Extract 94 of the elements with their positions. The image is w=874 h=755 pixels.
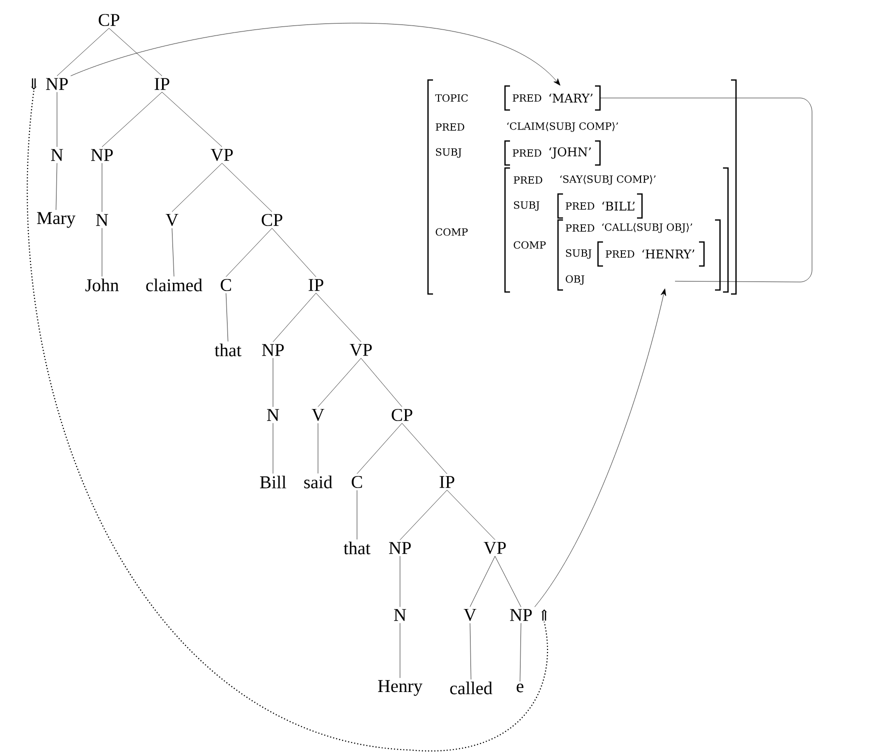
tree-branch (272, 358, 274, 408)
tree-label: CP (392, 408, 412, 422)
feature-name: PRED (566, 202, 594, 210)
feature-name: PRED (566, 224, 594, 232)
tree-label: that (214, 344, 242, 356)
feature-value: PRED (436, 123, 464, 131)
feature-value: ‘SAY⟨SUBJ COMP⟩’ (560, 175, 656, 185)
tree-label: VP (210, 148, 233, 162)
tree-label: IP (440, 476, 454, 488)
tree-branch (470, 623, 472, 680)
tree-label: N (394, 609, 406, 621)
attribute-value-matrix (427, 79, 737, 295)
feature-value: ‘JOHN’ (549, 147, 591, 159)
feature-name: TOPIC (435, 94, 468, 102)
tree-branch (318, 358, 362, 407)
tree-branch (56, 162, 58, 210)
tree-branch (402, 423, 448, 474)
tree-label: Bill (260, 476, 286, 488)
dotted-curve (27, 90, 548, 752)
feature-name: PRED (514, 176, 542, 184)
curved-arrow (70, 23, 560, 86)
attribute-value-matrix (504, 140, 601, 166)
tree-label: CP (98, 14, 120, 26)
tree-branch (520, 622, 522, 682)
tree-branch (272, 292, 316, 342)
feature-value: ‘CALL⟨SUBJ OBJ⟩’ (602, 223, 692, 233)
tree-label: N (267, 409, 280, 421)
feature-name: SUBJ (566, 249, 592, 259)
tree-label: Henry (378, 680, 422, 696)
arrow-symbol: ⇑ (541, 609, 548, 621)
feature-name: SUBJ (514, 201, 540, 211)
tree-label: John (85, 278, 119, 292)
tree-label: claimed (146, 278, 202, 292)
tree-label: V (166, 214, 178, 226)
tree-branch (102, 92, 162, 148)
tree-branch (272, 422, 274, 474)
tree-label: C (352, 476, 362, 488)
tree-branch (222, 163, 272, 212)
feature-name: ‘CLAIM⟨SUBJ COMP⟩’ (507, 122, 618, 132)
attribute-value-matrix (504, 85, 601, 111)
curved-arrow (534, 288, 666, 608)
feature-name: PRED (512, 94, 542, 102)
tree-label: Mary (37, 212, 76, 228)
tree-branch (56, 92, 58, 148)
tree-label: called (450, 682, 492, 694)
tree-branch (108, 28, 162, 76)
tree-label: N (96, 214, 108, 226)
attribute-value-matrix (557, 193, 643, 219)
tree-branch (356, 423, 402, 474)
tree-label: NP (91, 149, 113, 161)
tree-branch (356, 490, 358, 540)
tree-branch (272, 228, 316, 278)
tree-branch (360, 358, 402, 407)
attribute-value-matrix (557, 219, 721, 291)
attribute-value-matrix (504, 167, 729, 293)
tree-branch (172, 228, 174, 277)
tree-branch (162, 92, 222, 147)
feature-value: ‘HENRY’ (642, 249, 694, 259)
tree-label: V (464, 608, 476, 622)
tree-label: IP (308, 279, 324, 291)
tree-branch (226, 228, 272, 277)
tree-label: N (51, 149, 64, 161)
tree-label: CP (262, 214, 282, 226)
tree-branch (226, 293, 228, 342)
tree-branch (172, 163, 222, 212)
feature-value: ‘MARY’ (549, 94, 592, 102)
arrow-symbol: ⇓ (30, 78, 37, 90)
tree-label: e (516, 684, 524, 692)
tree-label: NP (389, 542, 411, 554)
tree-branch (470, 556, 496, 607)
tree-branch (56, 28, 110, 76)
tree-label: V (312, 408, 324, 422)
tree-branch (494, 556, 522, 608)
feature-name: COMP (514, 241, 546, 249)
tree-branch (400, 490, 448, 540)
attribute-value-matrix (597, 241, 705, 267)
tree-branch (316, 292, 362, 342)
tree-label: NP (46, 78, 68, 90)
feature-value: ‘BILL’ (602, 202, 634, 210)
tree-label: NP (510, 609, 532, 621)
tree-label: said (304, 476, 332, 488)
tree-label: IP (154, 78, 170, 90)
tree-label: C (220, 278, 231, 292)
tree-branch (446, 490, 496, 540)
tree-label: VP (350, 344, 372, 356)
feature-name: PRED (606, 250, 634, 258)
feature-name: PRED (512, 149, 542, 157)
feature-name: OBJ (566, 275, 584, 285)
feature-name: SUBJ (436, 148, 462, 158)
tree-label: that (344, 542, 370, 554)
connector-line (600, 98, 812, 282)
tree-label: VP (484, 542, 506, 554)
tree-label: NP (262, 344, 284, 356)
feature-name: COMP (436, 228, 468, 236)
